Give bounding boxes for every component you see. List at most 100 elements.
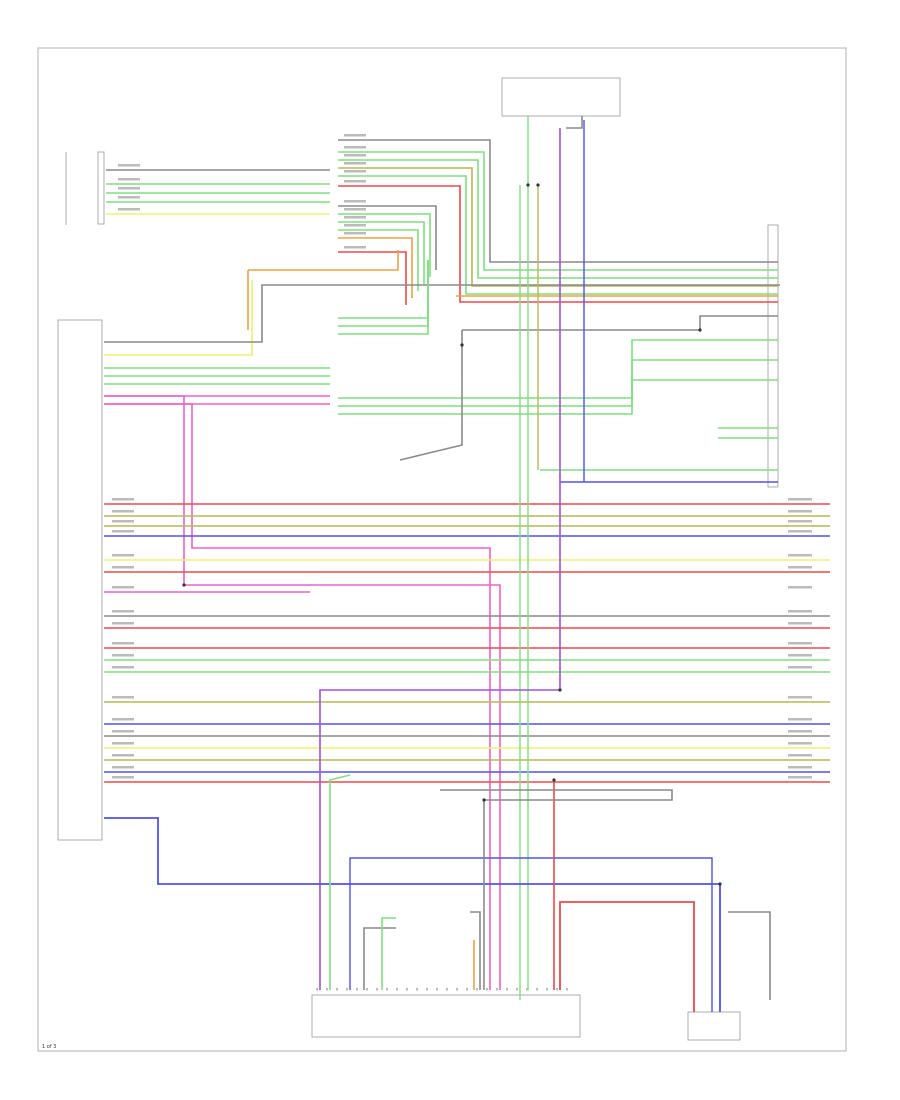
harness-row-label-3	[112, 530, 134, 533]
second-bundle-wire-0	[338, 205, 437, 270]
harness-row-end-label-10	[788, 654, 812, 657]
harness-row-end-label-11	[788, 666, 812, 669]
bottom-pin-11	[426, 988, 428, 991]
footer-code: 1 of 3	[42, 1044, 56, 1050]
top-bundle-wire-0	[338, 139, 778, 263]
harness-row-label-16	[112, 754, 134, 757]
harness-row-label-9	[112, 642, 134, 645]
harness-row-label-13	[112, 718, 134, 721]
harness-row-label-10	[112, 654, 134, 657]
splice-dot	[552, 778, 556, 782]
blue-bottom-long	[104, 817, 721, 1012]
bottom-pin-19	[506, 988, 508, 991]
headlight-wire-label-2	[118, 187, 140, 190]
gray-bottom-c	[470, 911, 481, 990]
bottom-pin-14	[456, 988, 458, 991]
connector-main-module	[57, 319, 103, 841]
bottom-pin-12	[436, 988, 438, 991]
green-bottom	[329, 774, 351, 990]
harness-row-label-7	[112, 622, 134, 625]
second-bundle-wire-1	[338, 213, 431, 277]
top-bundle-label-1	[344, 146, 366, 149]
headlight-wire-label-4	[118, 208, 140, 211]
harness-row-label-0	[112, 498, 134, 501]
harness-row-end-label-16	[788, 754, 812, 757]
bottom-pin-7	[386, 988, 388, 991]
harness-row-end-label-7	[788, 622, 812, 625]
top-bundle-label-2	[344, 154, 366, 157]
gray-bottom-d	[363, 927, 396, 990]
bottom-pin-2	[336, 988, 338, 991]
splice-dot	[482, 798, 486, 802]
harness-row-label-15	[112, 742, 134, 745]
harness-row-end-label-2	[788, 520, 812, 523]
harness-row-end-label-15	[788, 742, 812, 745]
bottom-pin-15	[466, 988, 468, 991]
fuse-gray-link	[566, 116, 583, 129]
harness-row-end-label-12	[788, 696, 812, 699]
top-bundle-wire-2	[338, 159, 778, 279]
second-bundle-wire-2	[338, 221, 425, 284]
bottom-pin-23	[546, 988, 548, 991]
splice-dot	[526, 183, 530, 187]
bottom-pin-8	[396, 988, 398, 991]
headlight-wire-label-1	[118, 178, 140, 181]
splice-dot	[182, 583, 186, 587]
connector-bottom-module	[311, 994, 581, 1038]
gray-bottom-b	[440, 789, 673, 801]
lower-green-0	[338, 339, 778, 399]
sensor-ground	[399, 330, 463, 461]
second-bundle-wire-4	[338, 237, 413, 298]
bottom-pin-5	[366, 988, 368, 991]
second-bundle-wire-5	[338, 251, 407, 305]
splice-dot	[536, 183, 540, 187]
top-bundle-wire-4	[338, 175, 778, 295]
harness-row-label-17	[112, 766, 134, 769]
harness-row-label-6	[112, 586, 134, 589]
bottom-pin-17	[486, 988, 488, 991]
harness-row-end-label-5	[788, 566, 812, 569]
top-bundle-label-3	[344, 162, 366, 165]
lower-green-2	[338, 379, 778, 415]
pink-long-a	[104, 395, 501, 990]
bottom-pin-10	[416, 988, 418, 991]
second-bundle-label-0	[344, 200, 366, 203]
bottom-pin-25	[566, 988, 568, 991]
harness-row-label-4	[112, 554, 134, 557]
blue-bottom-b	[349, 857, 713, 1012]
bottom-pin-3	[346, 988, 348, 991]
splice-dot	[460, 343, 464, 347]
pink-long-b	[104, 403, 491, 990]
harness-row-label-2	[112, 520, 134, 523]
bottom-pin-13	[446, 988, 448, 991]
harness-row-end-label-6	[788, 586, 812, 589]
harness-row-label-14	[112, 730, 134, 733]
harness-row-end-label-14	[788, 730, 812, 733]
bottom-pin-18	[496, 988, 498, 991]
connector-bottom-right	[687, 1011, 741, 1041]
splice-dot	[718, 882, 722, 886]
headlight-wire-label-0	[118, 164, 140, 167]
wire-harness	[104, 116, 830, 1012]
bottom-pin-20	[516, 988, 518, 991]
wire-labels	[112, 134, 812, 991]
gray-main	[104, 284, 780, 343]
harness-row-end-label-13	[788, 718, 812, 721]
top-bundle-wire-1	[338, 151, 778, 271]
second-bundle-wire-3	[338, 229, 419, 291]
purple-trunk	[319, 128, 561, 990]
bottom-pin-6	[376, 988, 378, 991]
yellow-feed	[104, 280, 253, 356]
harness-row-end-label-9	[788, 642, 812, 645]
bottom-pin-0	[316, 988, 318, 991]
harness-row-label-5	[112, 566, 134, 569]
connector-right-lamp	[767, 224, 779, 488]
splice-dot	[698, 328, 702, 332]
bottom-pin-9	[406, 988, 408, 991]
headlight-wire-label-3	[118, 196, 140, 199]
harness-row-end-label-1	[788, 510, 812, 513]
top-bundle-label-5	[344, 180, 366, 183]
second-bundle-label-3	[344, 224, 366, 227]
bottom-pin-4	[356, 988, 358, 991]
